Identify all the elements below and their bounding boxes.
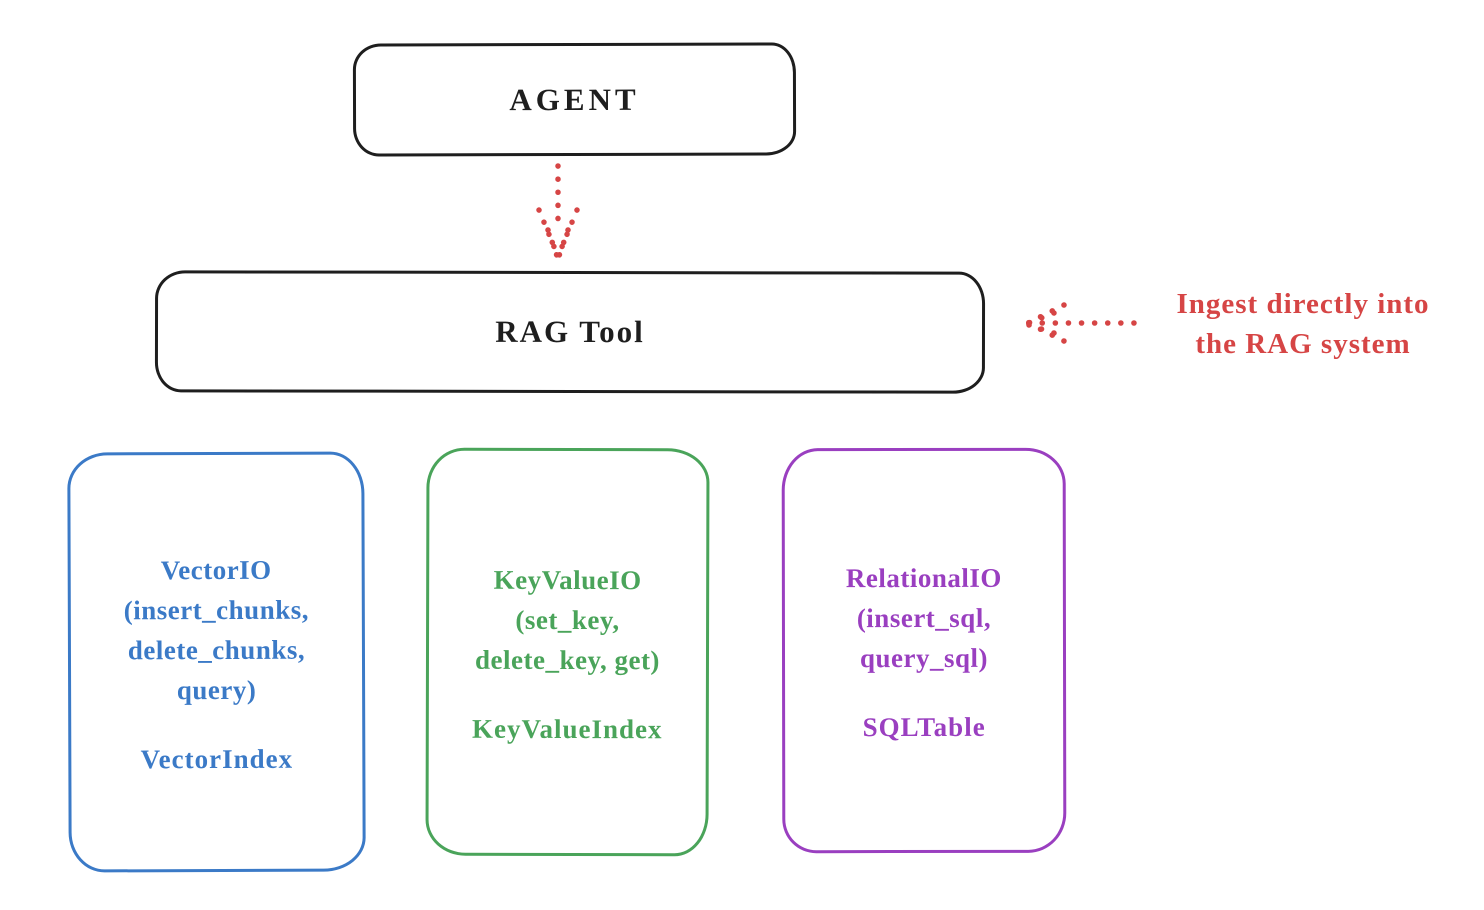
rag-tool-box: RAG Tool: [154, 270, 986, 394]
rag-tool-label: RAG Tool: [495, 313, 645, 350]
relational-io-box: RelationalIO (insert_sql, query_sql) SQL…: [781, 447, 1067, 854]
vector-io-methods-label: VectorIO (insert_chunks, delete_chunks, …: [123, 554, 310, 705]
relational-io-methods-label: RelationalIO (insert_sql, query_sql): [845, 562, 1002, 674]
agent-box: AGENT: [352, 42, 797, 157]
vector-io-box: VectorIO (insert_chunks, delete_chunks, …: [67, 451, 366, 873]
keyvalue-io-box: KeyValueIO (set_key, delete_key, get) Ke…: [425, 447, 710, 857]
agent-to-rag-dotted-arrow-icon: [536, 163, 580, 259]
vector-index-label: VectorIndex: [140, 743, 294, 774]
keyvalue-index-label: KeyValueIndex: [471, 713, 663, 744]
sql-table-label: SQLTable: [862, 711, 986, 743]
annotation-text: Ingest directly into the RAG system: [1176, 288, 1430, 360]
keyvalue-io-methods-label: KeyValueIO (set_key, delete_key, get): [474, 564, 660, 675]
annotation-dotted-arrow-icon: [1023, 302, 1137, 344]
agent-label: AGENT: [509, 81, 640, 117]
